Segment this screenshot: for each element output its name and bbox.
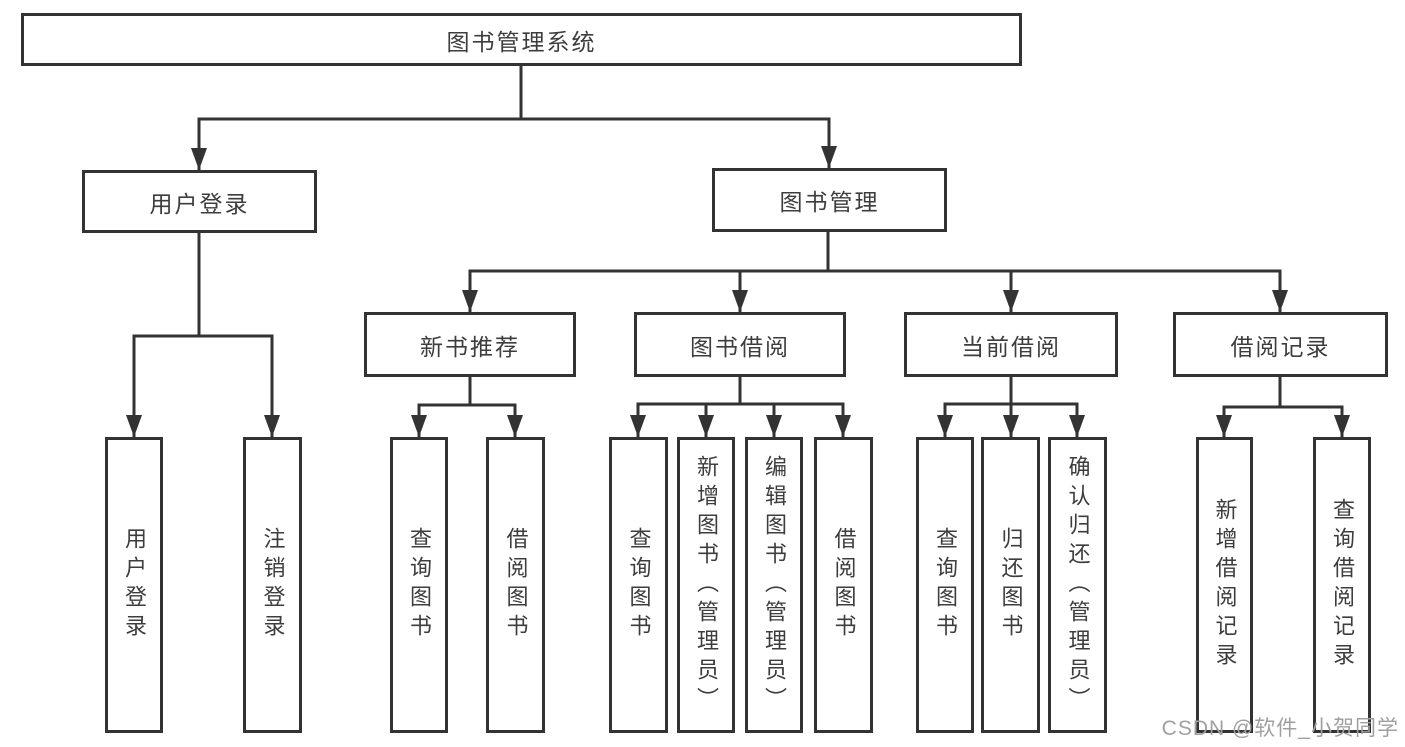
leaf-add-books-admin: 新增图书（管理员） <box>677 437 735 733</box>
node-new-book-recommend: 新书推荐 <box>364 312 576 377</box>
leaf-borrow-books-2: 借阅图书 <box>814 437 873 733</box>
node-borrow-records: 借阅记录 <box>1173 312 1388 377</box>
leaf-confirm-return-admin-label: 确认归还（管理员） <box>1065 454 1091 716</box>
root-node-library-management-system: 图书管理系统 <box>21 13 1022 66</box>
node-user-login: 用户登录 <box>82 170 317 233</box>
leaf-return-books-label: 归还图书 <box>998 527 1024 643</box>
node-current-borrow: 当前借阅 <box>904 312 1118 377</box>
leaf-query-borrow-record: 查询借阅记录 <box>1313 437 1371 733</box>
leaf-edit-books-admin: 编辑图书（管理员） <box>745 437 803 733</box>
node-book-borrow: 图书借阅 <box>634 312 846 377</box>
leaf-query-books-recommend: 查询图书 <box>390 437 448 733</box>
leaf-query-books-current: 查询图书 <box>916 437 974 733</box>
csdn-watermark: CSDN @软件_小贺同学 <box>1161 717 1399 740</box>
leaf-logout-login: 注销登录 <box>243 437 302 733</box>
leaf-user-login: 用户登录 <box>105 437 163 733</box>
leaf-logout-login-label: 注销登录 <box>260 527 286 643</box>
leaf-query-borrow-record-label: 查询借阅记录 <box>1330 498 1355 672</box>
leaf-query-books-borrow-label: 查询图书 <box>626 527 652 643</box>
leaf-add-books-admin-label: 新增图书（管理员） <box>694 454 719 716</box>
leaf-return-books: 归还图书 <box>981 437 1040 733</box>
leaf-edit-books-admin-label: 编辑图书（管理员） <box>762 454 787 716</box>
leaf-query-books-recommend-label: 查询图书 <box>407 527 432 643</box>
node-book-management: 图书管理 <box>712 168 947 232</box>
leaf-user-login-label: 用户登录 <box>122 527 147 643</box>
leaf-confirm-return-admin: 确认归还（管理员） <box>1048 437 1107 733</box>
leaf-borrow-books-2-label: 借阅图书 <box>831 527 857 643</box>
leaf-borrow-books-recommend: 借阅图书 <box>486 437 545 733</box>
leaf-query-books-borrow: 查询图书 <box>609 437 668 733</box>
leaf-add-borrow-record-label: 新增借阅记录 <box>1212 498 1238 672</box>
leaf-add-borrow-record: 新增借阅记录 <box>1196 437 1253 733</box>
leaf-borrow-books-recommend-label: 借阅图书 <box>503 527 529 643</box>
leaf-query-books-current-label: 查询图书 <box>933 527 958 643</box>
